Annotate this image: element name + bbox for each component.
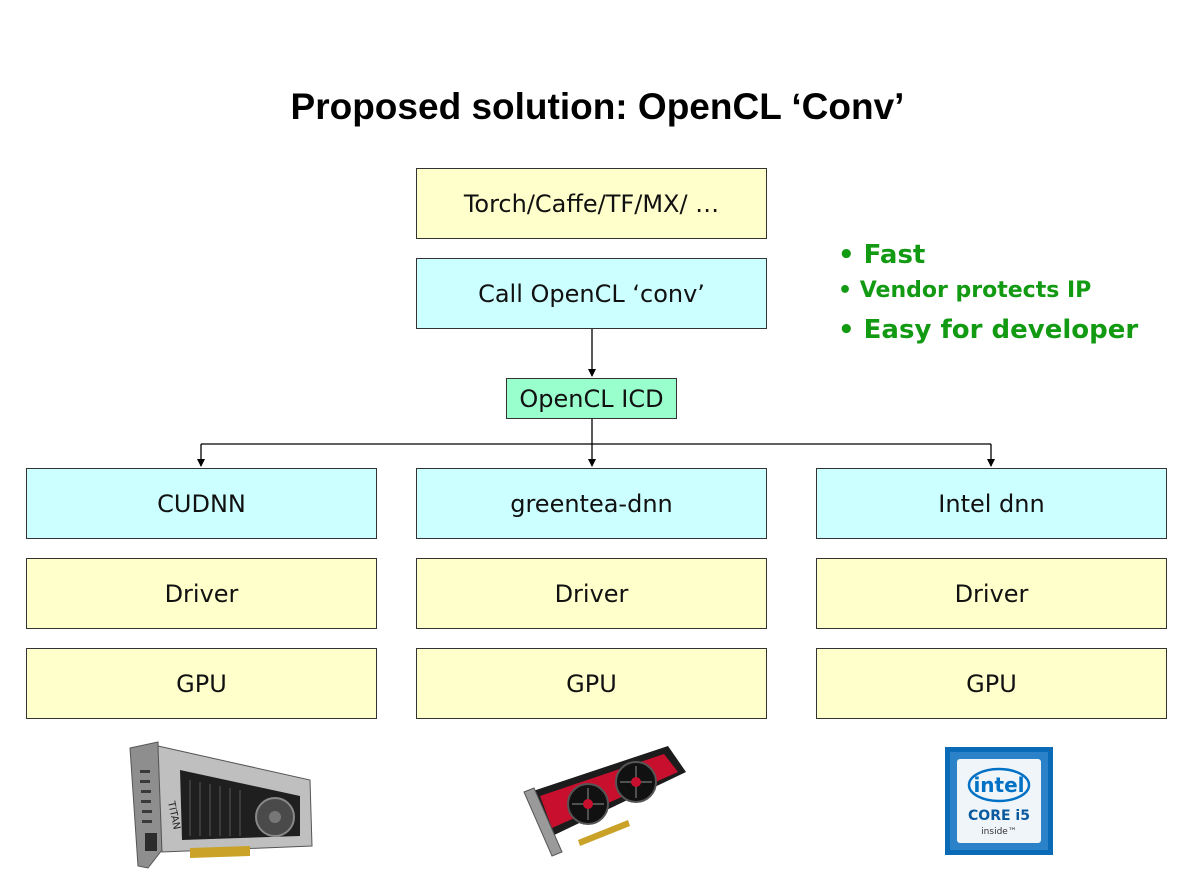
- benefit-easy-developer: • Easy for developer: [838, 315, 1139, 345]
- gpu-box-1: GPU: [26, 648, 377, 719]
- intel-core-i5-badge: intel CORE i5 inside™: [945, 747, 1053, 855]
- nvidia-titan-card-image: TITAN: [129, 741, 313, 869]
- benefit-vendor-ip: • Vendor protects IP: [838, 278, 1092, 303]
- greentea-dnn-box: greentea-dnn: [416, 468, 767, 539]
- core-i5-text: CORE i5: [968, 808, 1030, 824]
- intel-dnn-box: Intel dnn: [816, 468, 1167, 539]
- cudnn-box: CUDNN: [26, 468, 377, 539]
- driver-box-1: Driver: [26, 558, 377, 629]
- gpu-box-3: GPU: [816, 648, 1167, 719]
- slide-title: Proposed solution: OpenCL ‘Conv’: [290, 86, 905, 127]
- benefits-list: • Fast • Vendor protects IP • Easy for d…: [838, 238, 1138, 350]
- intel-logo-text: intel: [973, 773, 1024, 797]
- call-opencl-conv-box: Call OpenCL ‘conv’: [416, 258, 767, 329]
- benefit-fast: • Fast: [838, 240, 926, 270]
- driver-box-2: Driver: [416, 558, 767, 629]
- driver-box-3: Driver: [816, 558, 1167, 629]
- opencl-icd-box: OpenCL ICD: [506, 378, 677, 419]
- gpu-box-2: GPU: [416, 648, 767, 719]
- msi-red-card-image: [523, 746, 686, 857]
- inside-text: inside™: [981, 827, 1017, 837]
- frameworks-box: Torch/Caffe/TF/MX/ …: [416, 168, 767, 239]
